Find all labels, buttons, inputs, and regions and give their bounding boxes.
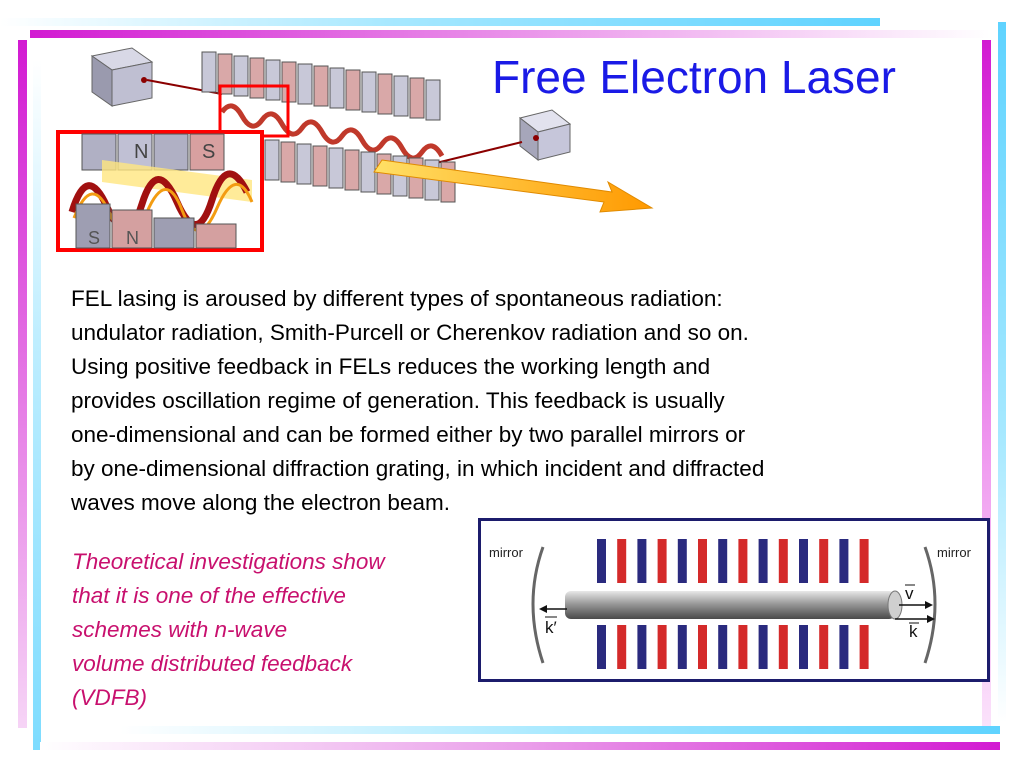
velocity-arrow: v [899, 584, 933, 609]
grating-bar [718, 625, 728, 669]
body-line: provides oscillation regime of generatio… [71, 388, 725, 413]
body-line: undulator radiation, Smith-Purcell or Ch… [71, 320, 749, 345]
grating-bar [698, 539, 707, 583]
frame-bar-bottom-cyan [120, 726, 1000, 734]
velocity-label: v [905, 584, 914, 603]
grating-bar [597, 625, 606, 669]
magnet-label-s-lower: S [88, 228, 100, 248]
grating-bar [698, 625, 707, 669]
note-line: (VDFB) [72, 685, 147, 710]
body-line: one-dimensional and can be formed either… [71, 422, 746, 447]
magnet-label-n: N [134, 141, 148, 163]
grating-bar [859, 539, 869, 583]
grating-bar [657, 539, 667, 583]
grating-bar [738, 539, 748, 583]
body-line: by one-dimensional diffraction grating, … [71, 456, 765, 481]
electron-source-box [90, 47, 154, 107]
grating-bar [799, 539, 808, 583]
right-mirror-arc [923, 546, 937, 664]
mirror-left-label: mirror [489, 545, 524, 560]
lower-grating [597, 625, 869, 669]
grating-bar [677, 625, 687, 669]
grating-bar [617, 625, 627, 669]
frame-bar-top-pink [30, 30, 990, 38]
electron-beam-tube [565, 590, 903, 620]
grating-bar [819, 539, 829, 583]
laser-beam-arrow [373, 159, 654, 213]
left-mirror-arc [531, 546, 545, 664]
detector-box [518, 109, 572, 162]
vdfb-note: Theoretical investigations show that it … [72, 545, 472, 715]
k-right-label: k [909, 622, 918, 641]
frame-bar-right-cyan [998, 22, 1006, 722]
slide-title: Free Electron Laser [492, 51, 896, 103]
grating-bar [819, 625, 829, 669]
body-paragraph: FEL lasing is aroused by different types… [71, 282, 971, 520]
note-line: that it is one of the effective [72, 583, 346, 608]
body-line: Using positive feedback in FELs reduces … [71, 354, 711, 379]
grating-bar [799, 625, 808, 669]
k-right-arrow: k [895, 615, 935, 641]
note-line: schemes with n-wave [72, 617, 288, 642]
grating-bar [597, 539, 606, 583]
frame-bar-left-pink [18, 40, 27, 728]
frame-bar-bottom-pink [40, 742, 1000, 750]
vdfb-diagram: mirror mirror v k′ k [478, 518, 990, 682]
electron-wiggle-path [219, 103, 445, 161]
grating-bar [839, 539, 849, 583]
note-line: Theoretical investigations show [72, 549, 385, 574]
grating-bar [839, 625, 849, 669]
grating-bar [617, 539, 627, 583]
upper-grating [597, 539, 869, 583]
magnet-label-s: S [202, 141, 215, 163]
grating-bar [859, 625, 869, 669]
note-line: volume distributed feedback [72, 651, 353, 676]
electron-exit-line [431, 141, 523, 165]
body-line: FEL lasing is aroused by different types… [71, 286, 723, 311]
undulator-illustration: N S S N [52, 42, 662, 254]
body-line: waves move along the electron beam. [71, 490, 450, 515]
frame-bar-left-cyan [33, 60, 41, 750]
grating-bar [738, 625, 748, 669]
grating-bar [637, 539, 647, 583]
grating-bar [758, 539, 768, 583]
grating-bar [758, 625, 768, 669]
grating-bar [657, 625, 667, 669]
grating-bar [778, 625, 788, 669]
magnet-label-n-lower: N [126, 228, 139, 248]
grating-bar [677, 539, 687, 583]
grating-bar [637, 625, 647, 669]
grating-bar [718, 539, 728, 583]
grating-bar [778, 539, 788, 583]
k-left-label: k′ [545, 618, 557, 637]
zoom-inset: N S S N [56, 130, 264, 252]
frame-bar-top-cyan [0, 18, 880, 26]
k-left-arrow: k′ [539, 605, 567, 637]
mirror-right-label: mirror [937, 545, 972, 560]
frame-bar-right-pink [982, 40, 991, 730]
